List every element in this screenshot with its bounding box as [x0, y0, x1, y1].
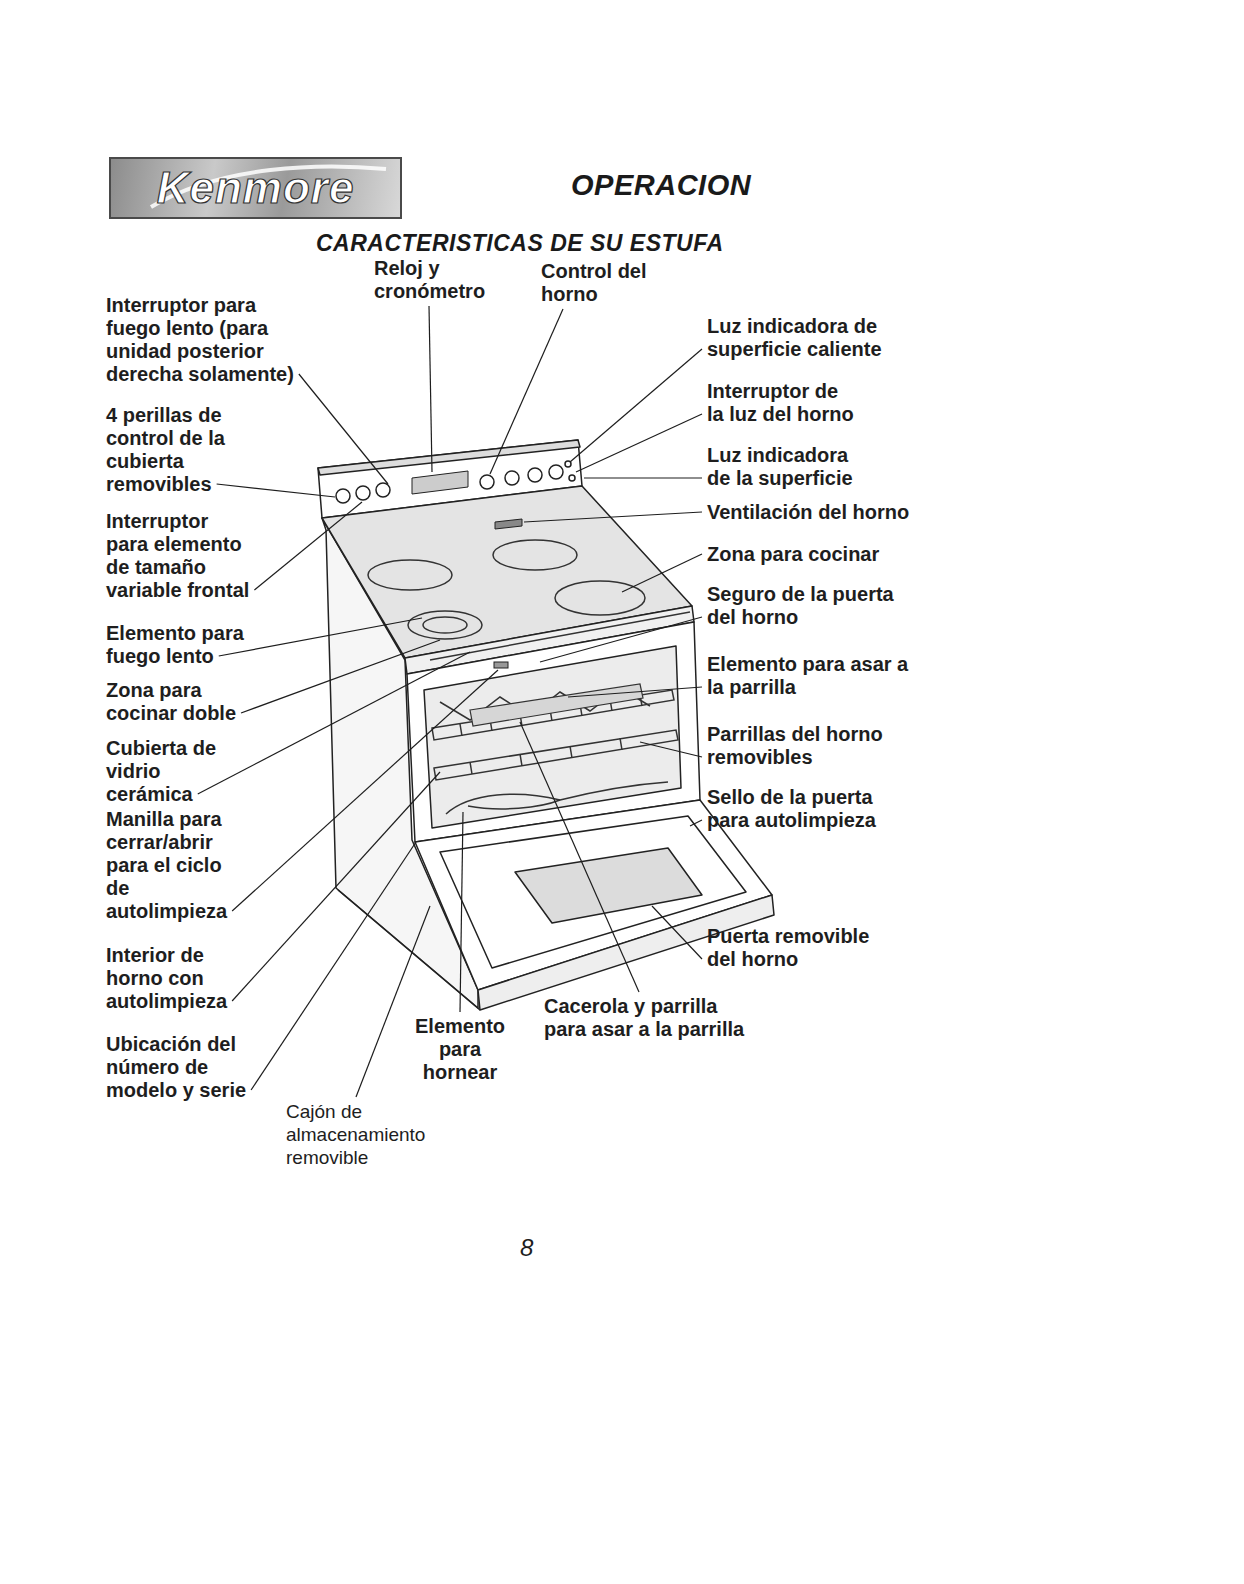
leader-line — [640, 742, 702, 757]
callout-label: Interior de horno con autolimpieza — [106, 944, 241, 1013]
leader-line — [232, 772, 440, 1001]
callout-label: Interruptor para fuego lento (para unida… — [106, 294, 306, 386]
callout-label: Manilla para cerrar/abrir para el ciclo … — [106, 808, 244, 923]
callout-label: Zona para cocinar doble — [106, 679, 251, 725]
subheading: CARACTERISTICAS DE SU ESTUFA — [316, 226, 724, 260]
callout-label: Interruptor de la luz del horno — [707, 380, 857, 426]
leader-line — [241, 640, 440, 713]
leader-line — [490, 309, 563, 474]
leader-line — [576, 414, 702, 472]
leader-line — [198, 652, 470, 794]
callout-label: Ubicación del número de modelo y serie — [106, 1033, 256, 1102]
callout-label: Interruptor para elemento de tamaño vari… — [106, 510, 253, 602]
leader-line — [622, 554, 702, 592]
leader-line — [568, 687, 702, 697]
leader-line — [429, 306, 432, 472]
leader-line — [570, 349, 702, 462]
leader-line — [254, 502, 362, 590]
leader-line — [584, 477, 702, 478]
callout-label: 4 perillas de control de la cubierta rem… — [106, 404, 266, 496]
leader-line — [524, 512, 702, 522]
callout-label: Reloj y cronómetro — [374, 257, 494, 303]
leader-line — [460, 812, 463, 1012]
leader-line — [652, 906, 702, 959]
logo-text: Kenmore — [157, 163, 355, 213]
callout-label: Puerta removible del horno — [707, 925, 897, 971]
leader-line — [690, 820, 702, 826]
leader-line — [540, 617, 702, 662]
callout-label: Elemento para asar a la parrilla — [707, 653, 919, 699]
callout-label: Luz indicadora de superficie caliente — [707, 315, 892, 361]
brand-logo: Kenmore — [109, 157, 402, 219]
leader-line — [520, 722, 639, 992]
leader-line — [356, 906, 430, 1097]
page-number: 8 — [520, 1236, 533, 1259]
callout-label: Cubierta de vidrio cerámica — [106, 737, 236, 806]
callout-label: Luz indicadora de la superficie — [707, 444, 867, 490]
leader-line — [217, 484, 335, 497]
callout-label: Cacerola y parrilla para asar a la parri… — [544, 995, 754, 1041]
callout-label: Sello de la puerta para autolimpieza — [707, 786, 907, 832]
callout-label: Control del horno — [541, 260, 666, 306]
callout-label: Elemento para hornear — [410, 1015, 510, 1084]
callout-label: Ventilación del horno — [707, 501, 947, 524]
callout-label: Seguro de la puerta del horno — [707, 583, 912, 629]
callout-label: Cajón de almacenamiento removible — [286, 1100, 451, 1169]
callout-label: Elemento para fuego lento — [106, 622, 261, 668]
leader-line — [251, 842, 416, 1090]
leader-line — [219, 618, 422, 656]
page-heading: OPERACION — [571, 168, 751, 202]
callout-label: Parrillas del horno removibles — [707, 723, 907, 769]
leader-line — [299, 374, 388, 484]
callout-label: Zona para cocinar — [707, 543, 917, 566]
leader-line — [232, 670, 498, 911]
